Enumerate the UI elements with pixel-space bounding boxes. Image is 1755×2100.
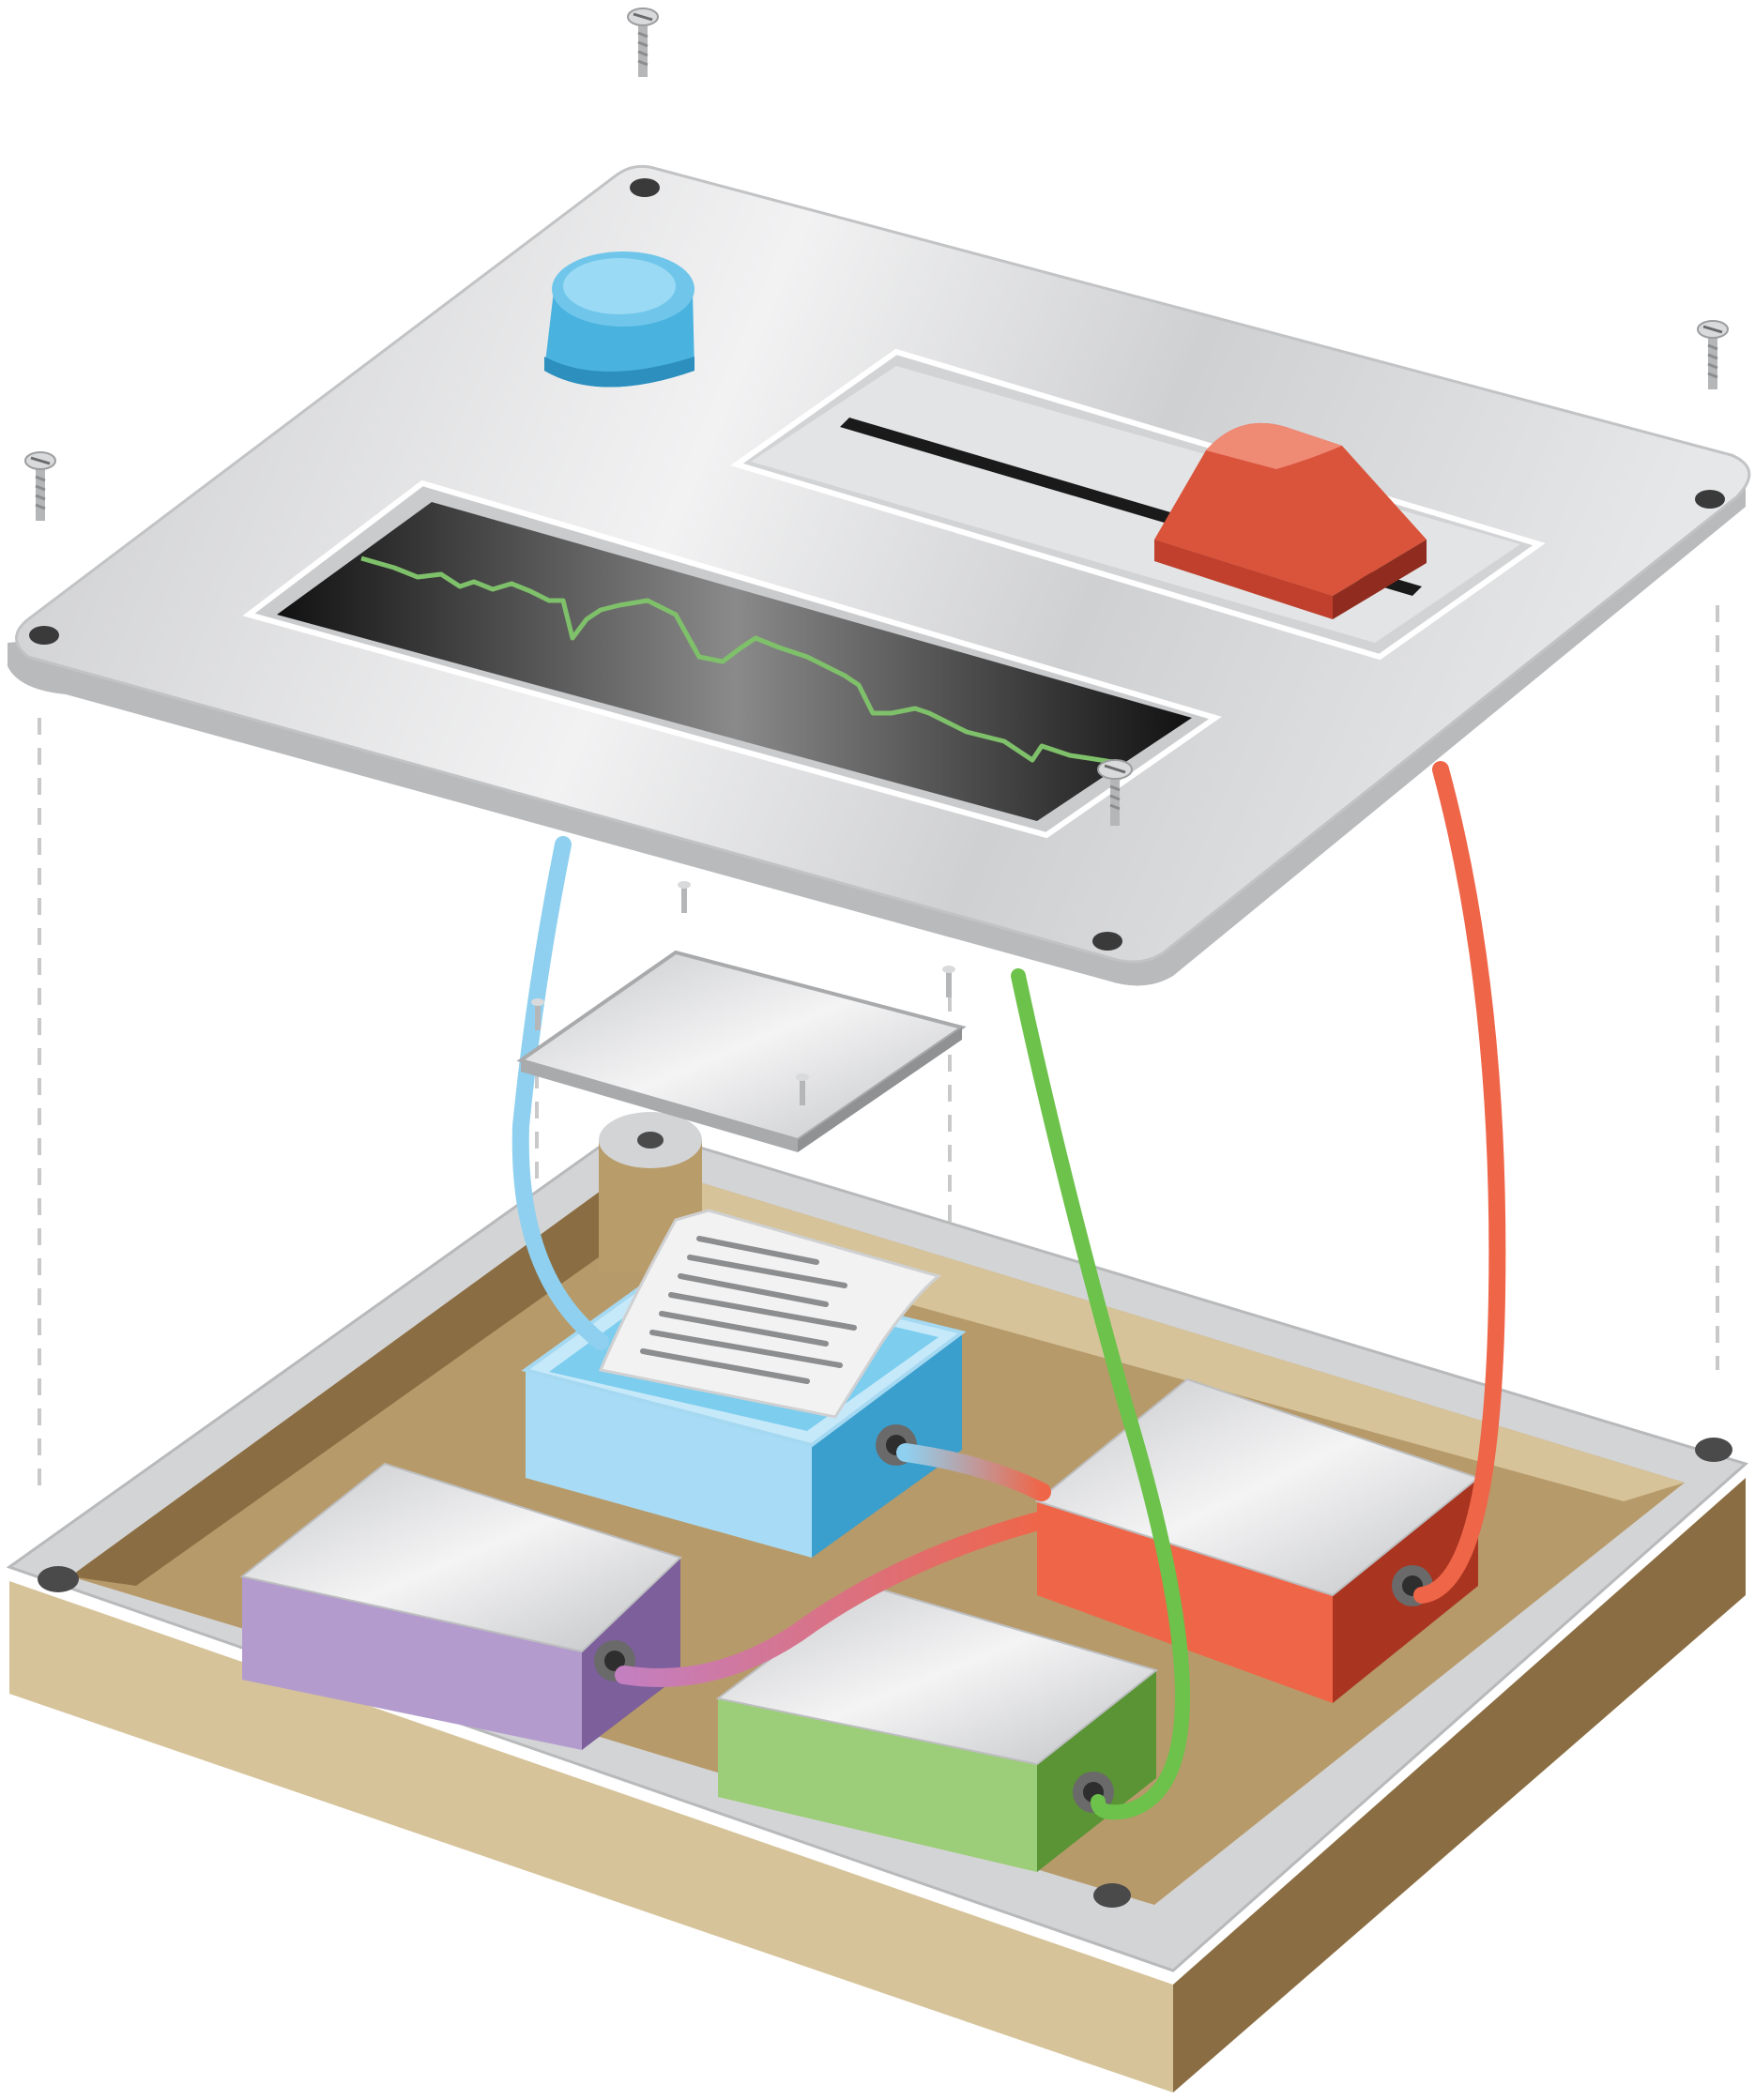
base-right-wall [1173, 1478, 1746, 2092]
blue-to-red-cable [896, 1443, 1051, 1501]
base-floor [70, 1164, 1685, 1905]
screw-lid-4 [796, 1073, 809, 1105]
screw-right [1697, 320, 1729, 389]
purple-cable [615, 1511, 1051, 1687]
red-cable [1413, 761, 1506, 1604]
screw-top [627, 8, 659, 77]
screw-lid-3 [531, 998, 544, 1030]
base-hole-left [38, 1566, 79, 1592]
printed-receipt [598, 1209, 942, 1419]
waveform-display [242, 479, 1222, 839]
aluminium-front-panel [8, 164, 1751, 986]
mounting-screw [24, 8, 1729, 1105]
module-lid [516, 950, 967, 1152]
green-cable [1011, 968, 1190, 1820]
screw-left [24, 451, 56, 521]
base-hole-front [1093, 1883, 1131, 1908]
base-left-wall [9, 1581, 1173, 2092]
screw-lid-1 [678, 881, 691, 913]
base-inner-back-left [70, 1164, 638, 1586]
enclosure-base [6, 1112, 1749, 2092]
base-inner-back-right [638, 1164, 1685, 1501]
blue-rotary-knob [544, 251, 694, 388]
guide-lines [38, 605, 1719, 1492]
printer-module-blue [521, 1209, 967, 1558]
cables [511, 761, 1506, 1820]
screw-display [1097, 759, 1133, 826]
red-slider-cap [1154, 422, 1427, 619]
base-hole-right [1695, 1438, 1732, 1462]
module-green [715, 1584, 1159, 1872]
blue-cable [511, 836, 609, 1350]
screw-lid-2 [942, 966, 955, 997]
waveform-line [360, 555, 1113, 765]
